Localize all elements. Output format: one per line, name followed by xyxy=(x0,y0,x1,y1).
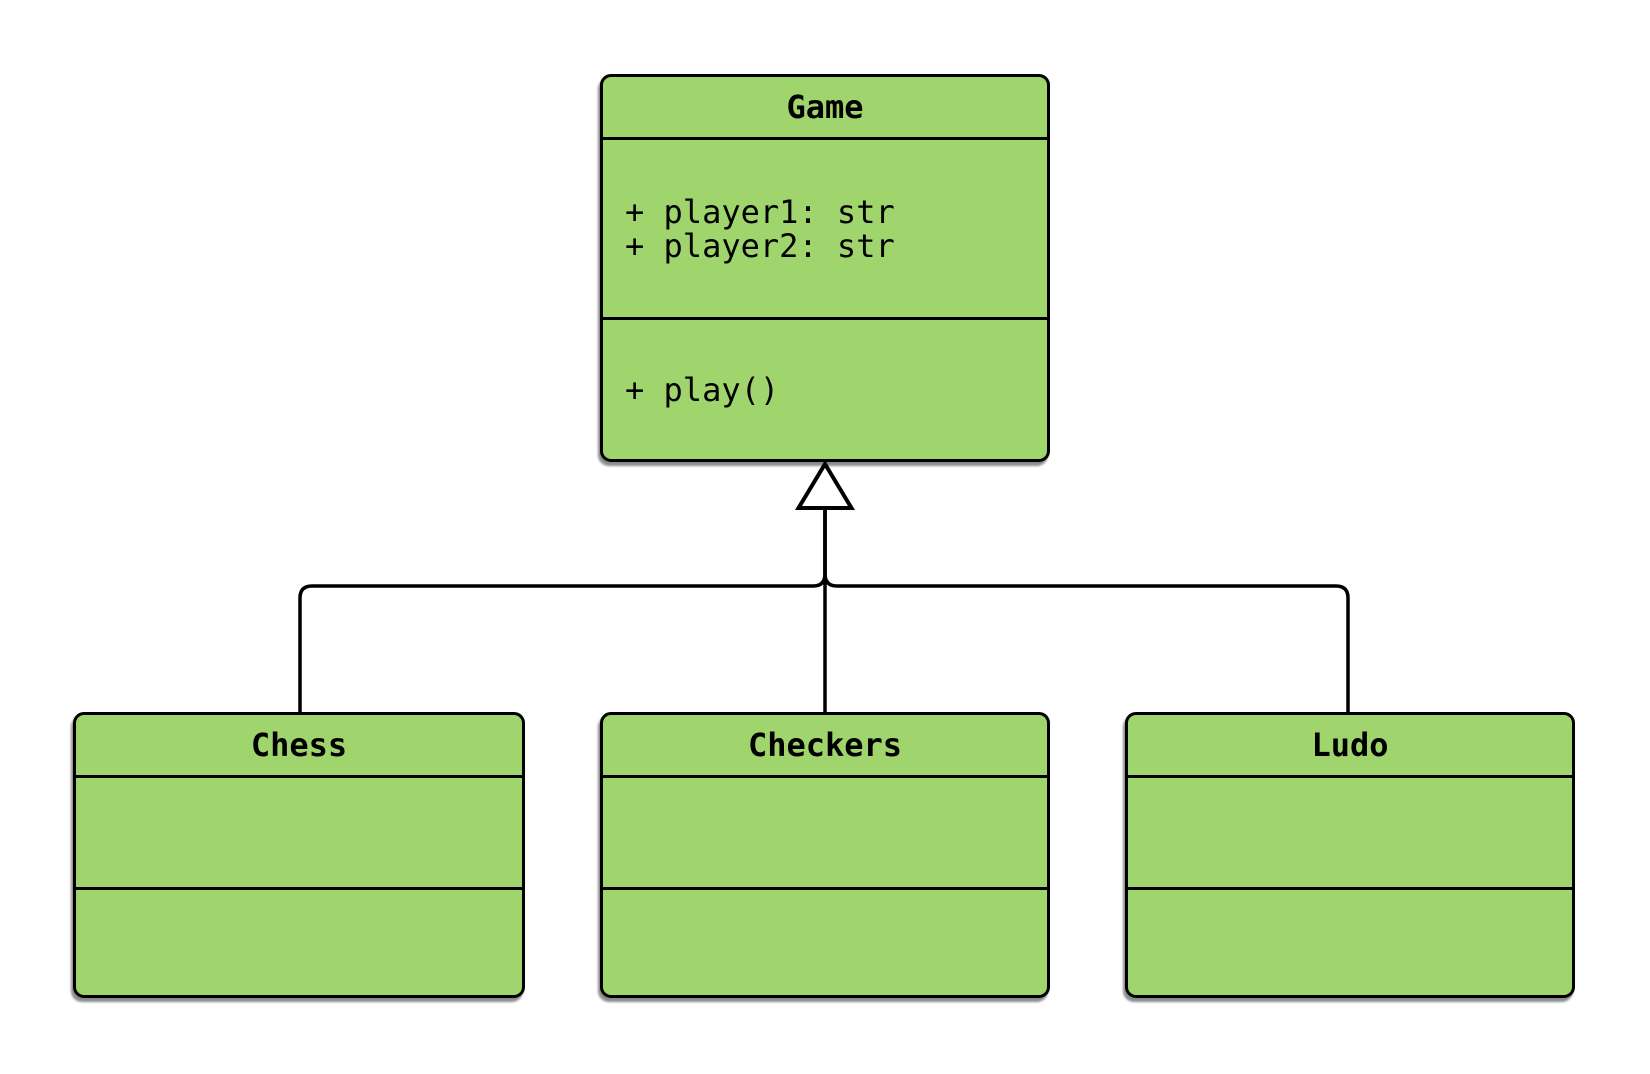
class-attributes-ludo xyxy=(1128,775,1572,887)
class-methods-game: + play() xyxy=(603,317,1047,459)
edge-chess-to-game xyxy=(298,508,827,712)
class-methods-chess xyxy=(76,887,522,995)
class-methods-checkers xyxy=(603,887,1047,995)
class-attributes-checkers xyxy=(603,775,1047,887)
class-methods-ludo xyxy=(1128,887,1572,995)
class-title-game: Game xyxy=(786,88,864,126)
class-box-chess: Chess xyxy=(73,712,525,998)
method-line: + play() xyxy=(625,370,780,409)
class-box-ludo: Ludo xyxy=(1125,712,1575,998)
class-box-checkers: Checkers xyxy=(600,712,1050,998)
class-title-checkers: Checkers xyxy=(747,726,903,764)
class-attributes-game: + player1: str + player2: str xyxy=(603,137,1047,317)
edge-ludo-to-game xyxy=(823,508,1350,712)
class-title-chess: Chess xyxy=(250,726,348,764)
attribute-line: + player1: str xyxy=(625,192,895,231)
class-box-game: Game + player1: str + player2: str + pla… xyxy=(600,74,1050,462)
attribute-line: + player2: str xyxy=(625,226,895,265)
class-attributes-chess xyxy=(76,775,522,887)
inheritance-triangle-icon xyxy=(794,460,856,510)
class-title-ludo: Ludo xyxy=(1311,726,1389,764)
